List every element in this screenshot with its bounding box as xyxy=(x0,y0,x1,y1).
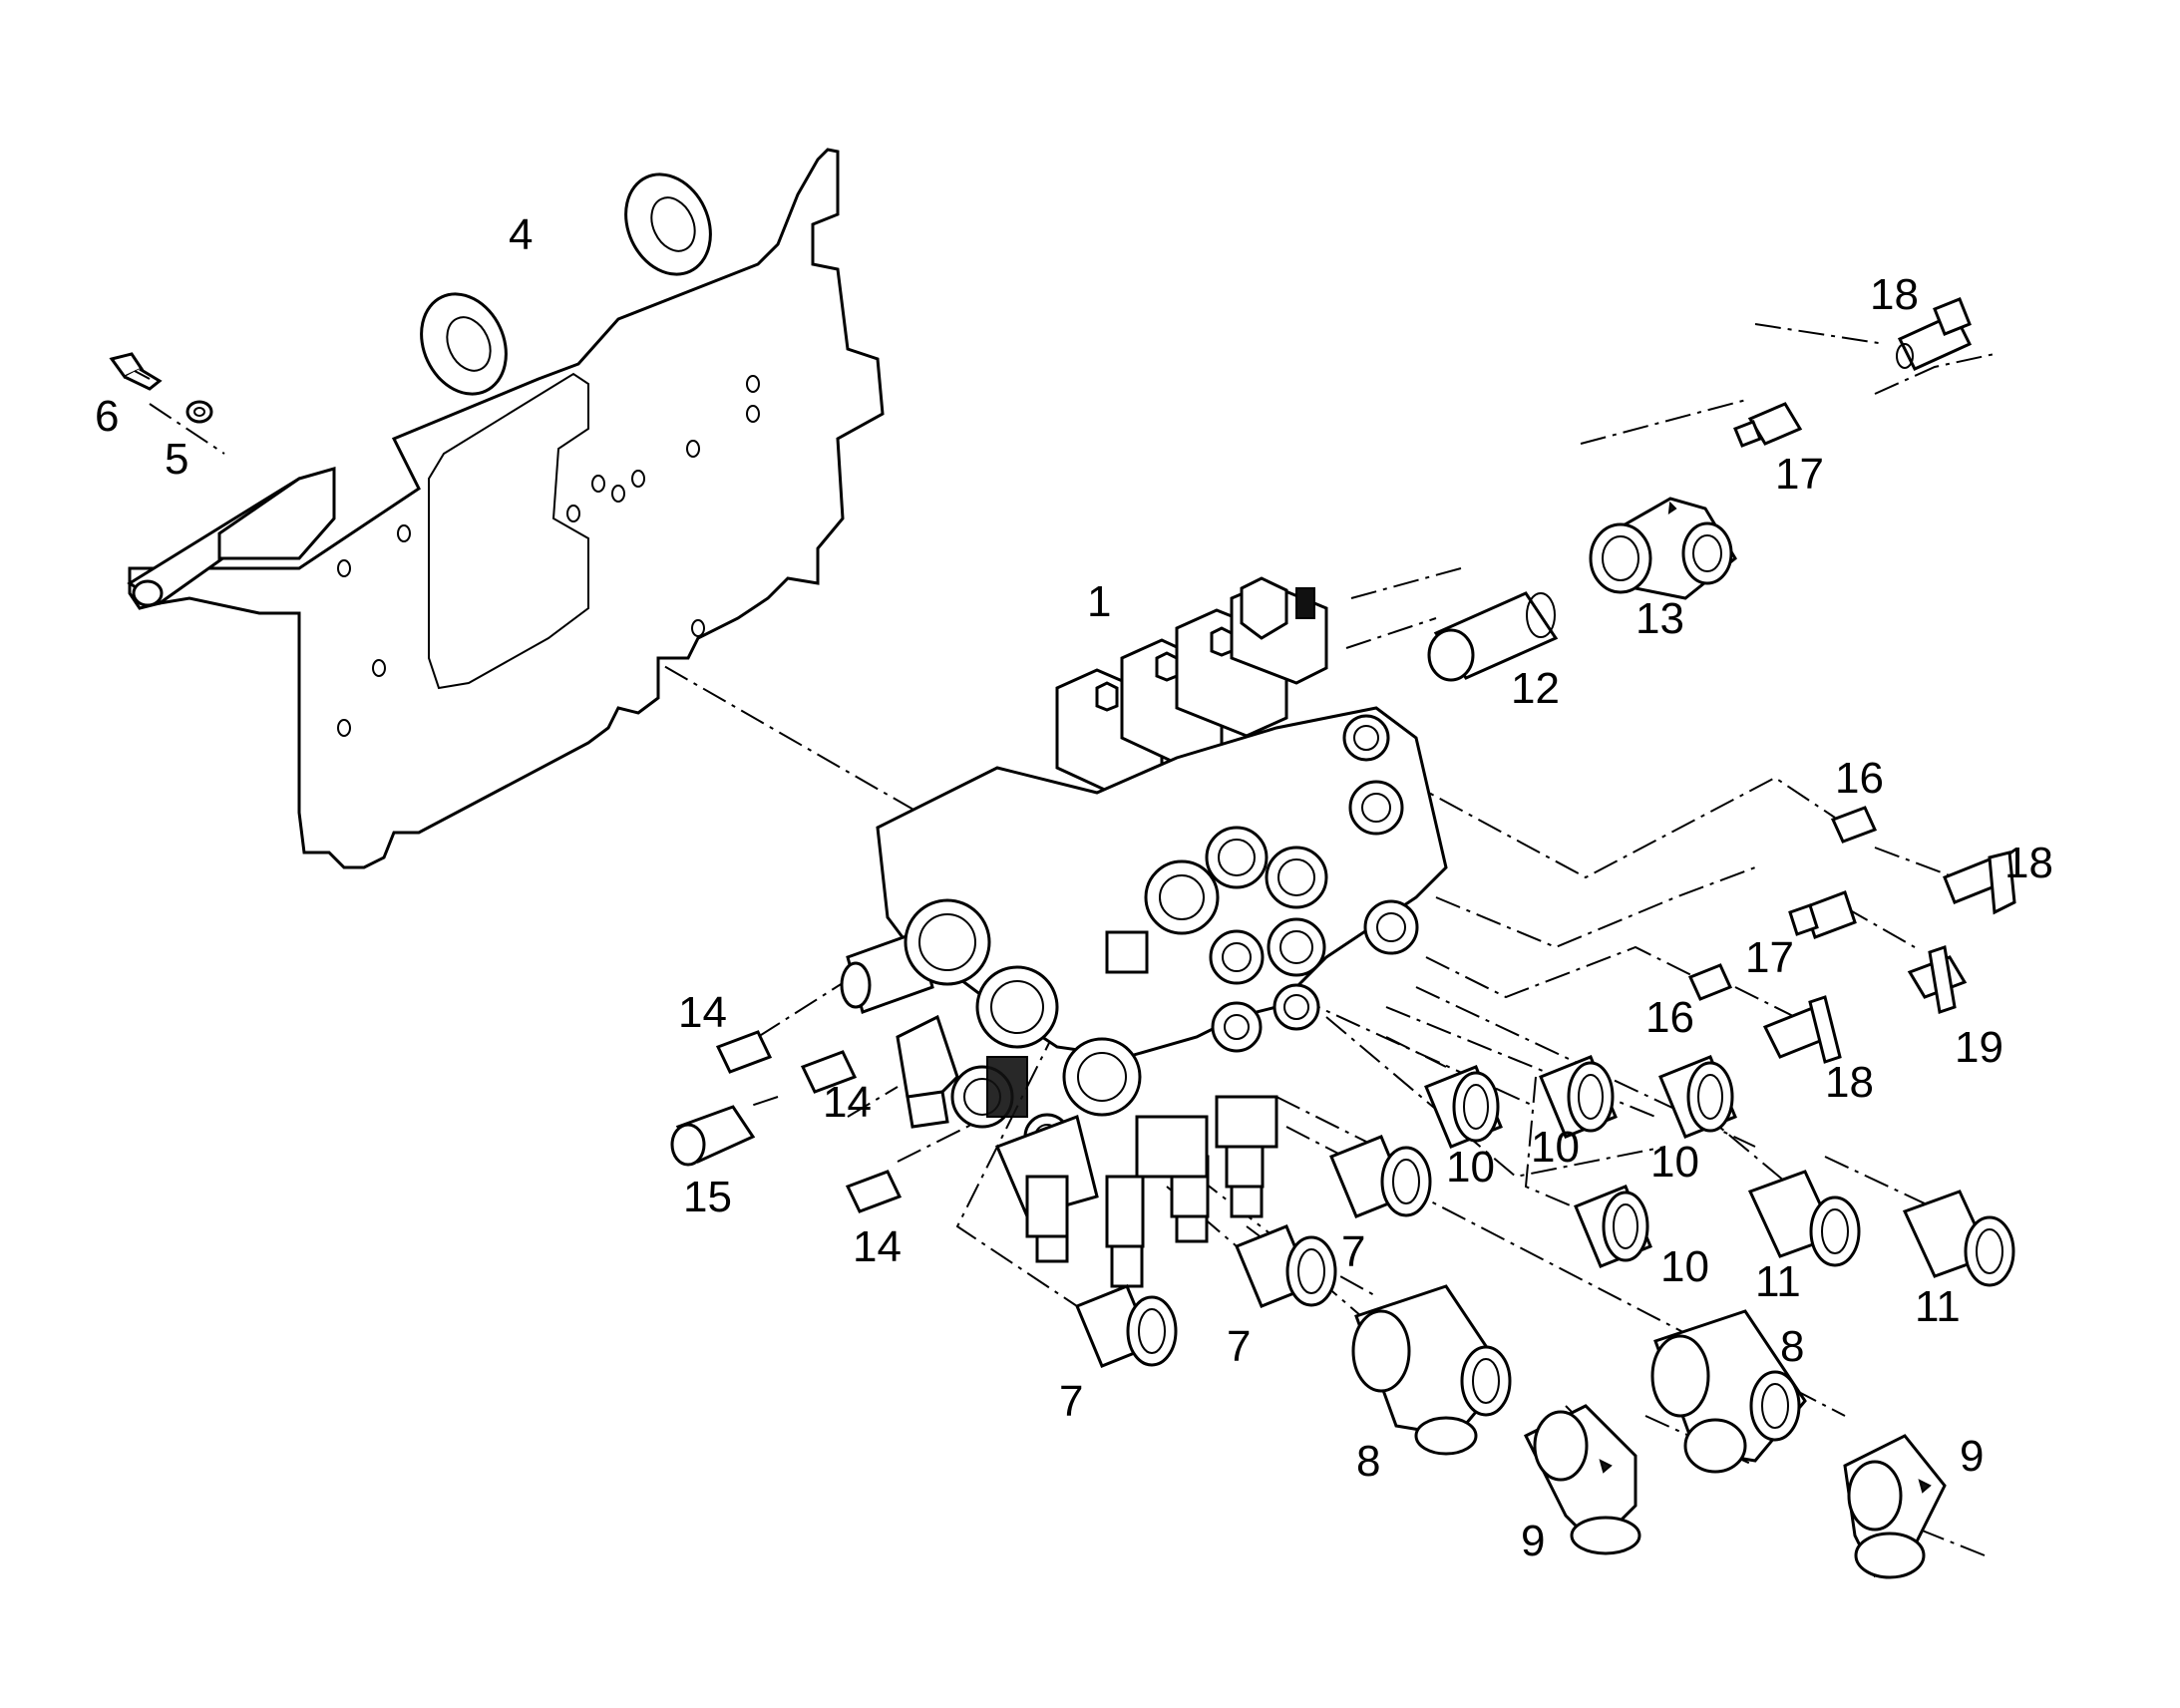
nipple-14-a xyxy=(718,1032,770,1072)
callout-17: 17 xyxy=(1775,450,1824,499)
fitting-10-b xyxy=(1541,1057,1616,1137)
fitting-11-a xyxy=(1750,1172,1859,1265)
callout-8: 8 xyxy=(1356,1437,1380,1486)
callout-7: 7 xyxy=(1341,1227,1365,1276)
callout-9: 9 xyxy=(1960,1432,1984,1481)
elbow-9-a xyxy=(1526,1406,1639,1553)
callout-18: 18 xyxy=(1870,270,1919,319)
callout-18: 18 xyxy=(2004,839,2053,887)
callout-17: 17 xyxy=(1745,933,1794,982)
adaptor-12 xyxy=(1429,593,1556,680)
callout-12: 12 xyxy=(1511,664,1560,713)
washer-5 xyxy=(187,402,211,422)
tee-8-a xyxy=(1353,1286,1510,1454)
callout-7: 7 xyxy=(1227,1322,1251,1371)
nipple-16-lower xyxy=(1690,965,1730,999)
callout-16: 16 xyxy=(1645,993,1694,1042)
callout-14: 14 xyxy=(678,988,727,1037)
callout-1: 1 xyxy=(1087,577,1111,626)
callout-11: 11 xyxy=(1915,1282,1961,1331)
nipple-14-b xyxy=(803,1052,855,1092)
callout-16: 16 xyxy=(1835,754,1884,803)
mounting-plate xyxy=(130,150,883,867)
callout-13: 13 xyxy=(1635,594,1684,643)
callout-10: 10 xyxy=(1531,1123,1580,1172)
adaptor-15 xyxy=(672,1107,753,1165)
nipple-16-upper xyxy=(1833,808,1875,842)
fitting-10-c xyxy=(1660,1057,1735,1137)
callout-10: 10 xyxy=(1660,1242,1709,1291)
reducer-17-mid xyxy=(1790,892,1855,937)
callout-9: 9 xyxy=(1521,1517,1545,1565)
valve-block-assembly xyxy=(842,578,1446,1286)
callout-8: 8 xyxy=(1780,1322,1804,1371)
callout-11: 11 xyxy=(1755,1257,1801,1306)
callout-14: 14 xyxy=(853,1222,902,1271)
tee-8-b xyxy=(1652,1311,1805,1472)
fitting-11-b xyxy=(1905,1192,2013,1285)
fitting-10-d xyxy=(1576,1187,1650,1266)
callout-5: 5 xyxy=(165,435,188,484)
callout-14: 14 xyxy=(823,1078,872,1127)
callout-18: 18 xyxy=(1825,1058,1874,1107)
cross-19 xyxy=(1910,947,1965,1012)
callout-labels: 1 4 5 6 7 7 7 8 8 9 9 10 10 10 10 11 11 … xyxy=(95,210,2053,1565)
bolt-6 xyxy=(112,354,160,389)
elbow-9-b xyxy=(1845,1436,1945,1577)
callout-10: 10 xyxy=(1446,1143,1495,1192)
reducer-17-top xyxy=(1735,404,1800,446)
fitting-7-c xyxy=(1077,1286,1176,1366)
fitting-7-a xyxy=(1331,1137,1430,1216)
tee-18-mid xyxy=(1945,853,2014,912)
fitting-10-a xyxy=(1426,1067,1501,1147)
callout-7: 7 xyxy=(1059,1377,1083,1426)
nipple-14-c xyxy=(848,1172,900,1211)
callout-10: 10 xyxy=(1650,1138,1699,1187)
fitting-7-b xyxy=(1237,1226,1335,1306)
callout-4: 4 xyxy=(509,210,533,259)
callout-19: 19 xyxy=(1955,1023,2003,1072)
callout-6: 6 xyxy=(95,392,119,441)
callout-15: 15 xyxy=(683,1173,732,1221)
elbow-13 xyxy=(1591,499,1735,598)
tee-18-lower xyxy=(1765,997,1840,1062)
tee-18-top xyxy=(1897,299,1970,369)
